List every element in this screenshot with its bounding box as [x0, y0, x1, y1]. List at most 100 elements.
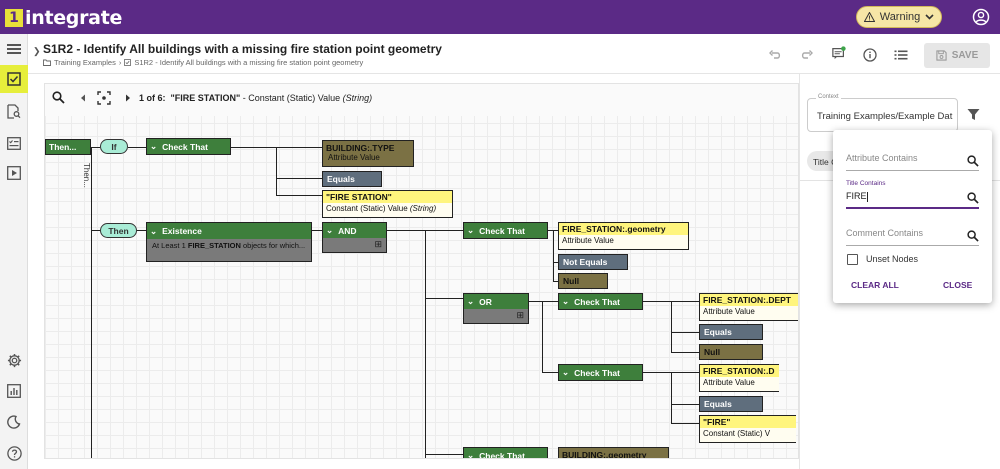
bar-chart-icon: [7, 384, 21, 398]
filter-icon[interactable]: [967, 108, 980, 121]
undo-icon[interactable]: [768, 48, 782, 62]
search-icon[interactable]: [967, 230, 979, 242]
title-contains-field[interactable]: FIRE: [846, 191, 979, 209]
fs-d-label: FIRE_STATION:.D: [700, 365, 779, 377]
chevron-down-icon[interactable]: ⌄: [562, 367, 570, 377]
nav-playback-button[interactable]: [0, 159, 28, 187]
unset-nodes-checkbox[interactable]: [847, 254, 858, 265]
chevron-down-icon[interactable]: ⌄: [326, 225, 334, 235]
breadcrumb-root[interactable]: Training Examples: [54, 58, 116, 67]
attr-value-label: Attribute Value: [562, 236, 614, 245]
nav-checklist-button[interactable]: [0, 129, 28, 157]
moon-icon: [7, 415, 21, 429]
search-icon[interactable]: [52, 91, 65, 104]
chevron-down-icon[interactable]: ⌄: [467, 450, 475, 459]
fire-station-const-node[interactable]: "FIRE STATION"Constant (Static) Value (S…: [322, 190, 453, 218]
rule-header: ❯ S1R2 - Identify All buildings with a m…: [28, 34, 1000, 74]
existence-header: ⌄Existence: [147, 223, 311, 239]
warning-button[interactable]: Warning: [856, 6, 942, 28]
expand-icon[interactable]: ⊞: [374, 239, 382, 249]
save-button[interactable]: SAVE: [924, 43, 990, 68]
nav-help-button[interactable]: [0, 439, 28, 467]
check-that-node-3[interactable]: ⌄Check That: [558, 293, 643, 310]
check-that-node-4[interactable]: ⌄Check That: [558, 364, 643, 381]
existence-node[interactable]: ⌄Existence At Least 1 FIRE_STATION objec…: [146, 222, 312, 262]
unset-nodes-label: Unset Nodes: [866, 254, 919, 264]
chevron-down-icon[interactable]: ⌄: [562, 296, 570, 306]
next-arrow-icon[interactable]: [125, 94, 131, 102]
result-node-name: "FIRE STATION": [170, 93, 241, 103]
equals-node-3[interactable]: Equals: [699, 396, 763, 412]
expand-icon[interactable]: ⊞: [516, 310, 524, 320]
and-label: AND: [338, 225, 357, 236]
chevron-down-icon[interactable]: ⌄: [467, 225, 475, 235]
equals-node-2[interactable]: Equals: [699, 324, 763, 340]
building-geometry-node[interactable]: BUILDING:.geometry: [558, 447, 669, 458]
connector: [128, 147, 146, 148]
then-node-top[interactable]: Then...: [45, 139, 91, 155]
connector: [671, 423, 699, 424]
check-that-node-1[interactable]: ⌄Check That: [146, 138, 231, 155]
nav-reports-button[interactable]: [0, 377, 28, 405]
filter-popup: Attribute Contains Title Contains FIRE C…: [833, 130, 992, 303]
and-node[interactable]: ⌄ AND ⊞: [322, 222, 387, 253]
attr-value-label: Attribute Value: [703, 307, 755, 316]
logo-text: integrate: [25, 7, 123, 29]
check-that-label: Check That: [479, 225, 525, 236]
connector: [276, 195, 322, 196]
attr-value-label: Attribute Value: [328, 153, 380, 162]
building-type-label: BUILDING:.TYPE: [326, 143, 395, 153]
page-title: S1R2 - Identify All buildings with a mis…: [43, 42, 442, 56]
attribute-contains-field[interactable]: Attribute Contains: [846, 153, 979, 171]
context-label: Context: [816, 94, 841, 100]
null-node-1[interactable]: Null: [558, 273, 608, 289]
context-field[interactable]: Context Training Examples/Example Dat: [807, 94, 958, 132]
play-icon: [7, 166, 21, 180]
check-that-node-2[interactable]: ⌄ Check That: [463, 222, 548, 239]
check-that-label: Check That: [479, 450, 525, 459]
focus-icon[interactable]: [97, 91, 111, 105]
comments-icon[interactable]: [832, 46, 846, 60]
app-logo[interactable]: 1 integrate: [5, 7, 122, 29]
not-equals-node[interactable]: Not Equals: [558, 254, 628, 270]
nav-list-button[interactable]: [0, 35, 28, 63]
comment-contains-field[interactable]: Comment Contains: [846, 228, 979, 246]
chevron-down-icon[interactable]: ⌄: [467, 296, 475, 306]
nav-doc-search-button[interactable]: [0, 97, 28, 125]
nav-rules-button[interactable]: [0, 65, 28, 93]
then-pill[interactable]: Then: [100, 223, 137, 238]
chevron-down-icon[interactable]: ⌄: [150, 225, 158, 236]
connector: [276, 147, 277, 196]
title-contains-value: FIRE: [846, 191, 867, 201]
then-vertical-label: Then...: [82, 163, 91, 188]
connector: [425, 298, 463, 299]
check-that-node-5[interactable]: ⌄ Check That: [463, 447, 548, 459]
rule-canvas[interactable]: 1 of 6: "FIRE STATION" - Constant (Stati…: [44, 83, 799, 459]
list-view-icon[interactable]: [894, 48, 908, 62]
search-icon[interactable]: [967, 155, 979, 167]
previous-arrow-icon[interactable]: [80, 94, 86, 102]
nav-settings-button[interactable]: [0, 346, 28, 374]
text-cursor: [866, 191, 868, 202]
user-account-icon[interactable]: [972, 8, 990, 26]
if-pill[interactable]: If: [100, 139, 128, 154]
connector: [529, 301, 558, 302]
close-button[interactable]: CLOSE: [943, 280, 973, 290]
nav-dark-mode-button[interactable]: [0, 408, 28, 436]
null-node-2[interactable]: Null: [699, 344, 763, 360]
fs-geometry-label: FIRE_STATION:.geometry: [559, 223, 688, 235]
connector: [671, 301, 672, 353]
search-icon[interactable]: [967, 192, 979, 204]
equals-node-1[interactable]: Equals: [322, 171, 382, 187]
chevron-down-icon[interactable]: ⌄: [150, 141, 158, 151]
redo-icon[interactable]: [800, 48, 814, 62]
fire-const-node[interactable]: "FIRE"Constant (Static) V: [699, 415, 796, 443]
info-icon[interactable]: [863, 48, 877, 62]
clear-all-button[interactable]: CLEAR ALL: [851, 280, 899, 290]
collapse-chevron-icon[interactable]: ❯: [33, 46, 41, 56]
or-node[interactable]: ⌄OR ⊞: [463, 293, 529, 324]
